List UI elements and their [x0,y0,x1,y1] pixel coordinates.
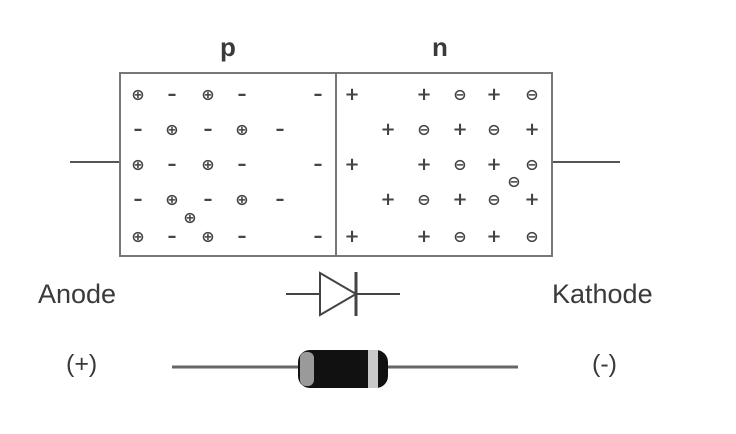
n-carrier-symbol: + [344,84,359,105]
diode-triangle [319,271,358,317]
n-carrier-symbol: + [344,226,359,247]
p-carrier-symbol: – [238,84,247,105]
cathode-band [368,350,378,388]
n-carrier-symbol: + [416,226,431,247]
p-carrier-symbol: ⊕ [165,120,178,139]
n-carrier-symbol: + [486,84,501,105]
p-carrier-symbol: – [168,154,177,175]
n-carrier-symbol: + [416,84,431,105]
n-carrier-symbol: ⊖ [417,190,430,209]
n-carrier-symbol: ⊖ [453,85,466,104]
p-carrier-symbol: ⊕ [201,155,214,174]
p-carrier-symbol: – [134,119,143,140]
anode-label: Anode [38,279,116,309]
p-carrier-symbol: – [314,154,323,175]
n-carrier-symbol: ⊖ [525,227,538,246]
n-carrier-symbol: + [486,226,501,247]
n-region-label: n [432,32,448,62]
p-carrier-symbol: ⊕ [201,85,214,104]
p-carrier-symbol: ⊕ [201,227,214,246]
p-region-carriers: ⊕–⊕–––⊕–⊕–⊕–⊕–––⊕–⊕–⊕–⊕––⊕ [131,84,322,247]
n-carrier-symbol: ⊖ [417,120,430,139]
n-carrier-symbol: + [524,189,539,210]
n-region-carriers: ++⊖+⊖+⊖+⊖+++⊖+⊖+⊖+⊖+++⊖+⊖⊖ [344,84,539,247]
p-carrier-symbol: ⊕ [165,190,178,209]
p-carrier-symbol: – [238,226,247,247]
n-carrier-symbol: ⊖ [487,190,500,209]
component-end-cap [300,352,314,386]
n-carrier-symbol: ⊖ [487,120,500,139]
cathode-polarity: (-) [592,350,617,378]
p-carrier-symbol: ⊕ [131,155,144,174]
p-carrier-symbol: – [314,84,323,105]
cathode-label: Kathode [552,279,653,309]
n-carrier-symbol: ⊖ [453,227,466,246]
p-carrier-symbol: – [314,226,323,247]
p-carrier-symbol: ⊕ [235,120,248,139]
n-carrier-symbol: + [344,154,359,175]
p-carrier-symbol: – [238,154,247,175]
p-carrier-symbol: ⊕ [131,85,144,104]
n-carrier-symbol: + [380,119,395,140]
p-carrier-symbol: – [168,226,177,247]
component-body [298,350,388,388]
anode-polarity: (+) [66,350,97,378]
n-carrier-symbol: + [452,189,467,210]
p-region-label: p [220,32,236,62]
n-carrier-symbol: + [452,119,467,140]
n-carrier-symbol: + [524,119,539,140]
n-carrier-symbol: ⊖ [525,155,538,174]
p-carrier-symbol: – [204,119,213,140]
p-carrier-symbol: ⊕ [235,190,248,209]
n-carrier-symbol: + [416,154,431,175]
n-carrier-symbol: ⊖ [453,155,466,174]
n-carrier-symbol: ⊖ [525,85,538,104]
p-carrier-symbol: – [204,189,213,210]
diode-component [172,350,518,388]
p-carrier-symbol: – [168,84,177,105]
diode-symbol [286,271,400,317]
n-carrier-symbol: + [380,189,395,210]
p-carrier-symbol: – [276,119,285,140]
p-carrier-symbol: ⊕ [131,227,144,246]
n-extra-carrier: ⊖ [507,172,520,191]
n-carrier-symbol: + [486,154,501,175]
p-extra-carrier: ⊕ [183,208,196,227]
p-carrier-symbol: – [276,189,285,210]
p-carrier-symbol: – [134,189,143,210]
